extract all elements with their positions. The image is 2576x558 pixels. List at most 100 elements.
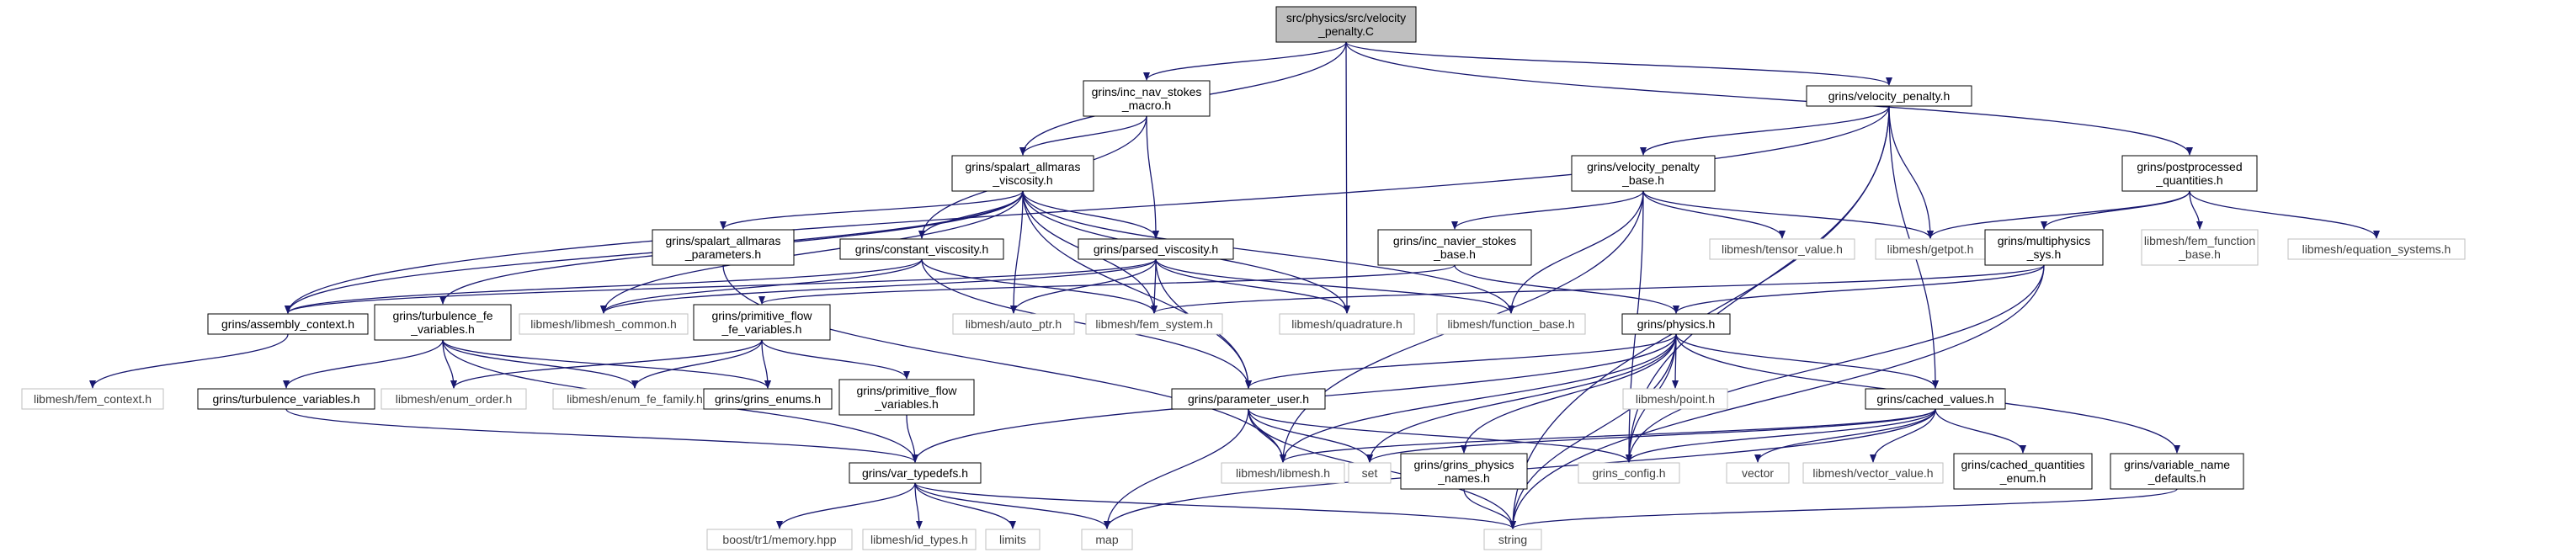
node-physics[interactable]: grins/physics.h — [1621, 313, 1731, 335]
node-box — [1726, 462, 1790, 484]
node-turb-fe[interactable]: grins/turbulence_fe_variables.h — [374, 304, 512, 341]
node-postprocessed[interactable]: grins/postprocessed_quantities.h — [2121, 155, 2258, 192]
edge-inc-nav-macro-to-parsed-visc — [1146, 115, 1159, 239]
edge-root-to-inc-nav-macro — [1143, 41, 1347, 81]
node-fem-context[interactable]: libmesh/fem_context.h — [21, 388, 164, 410]
edge-constant-visc-to-libmesh-common — [600, 258, 923, 314]
node-label: grins/velocity_penalty — [1587, 160, 1700, 173]
node-box — [839, 238, 1004, 260]
node-box — [1875, 238, 1986, 260]
node-label: _fe_variables.h — [721, 322, 802, 336]
node-box — [1984, 229, 2104, 266]
node-grins-config[interactable]: grins_config.h — [1578, 462, 1680, 484]
node-equation-systems[interactable]: libmesh/equation_systems.h — [2287, 238, 2466, 260]
node-auto-ptr[interactable]: libmesh/auto_ptr.h — [952, 313, 1075, 335]
edge-vp-base-to-inc-ns-base — [1451, 190, 1644, 230]
edge-physics-to-set — [1366, 333, 1677, 463]
node-label: grins/spalart_allmaras — [966, 160, 1081, 173]
node-label: libmesh/fem_system.h — [1095, 317, 1212, 331]
node-param-user[interactable]: grins/parameter_user.h — [1171, 388, 1326, 410]
node-prim-vars[interactable]: grins/primitive_flow_variables.h — [838, 379, 975, 416]
edge-postprocessed-to-multiphysics — [2041, 190, 2190, 230]
edge-parsed-visc-to-function-base — [1155, 258, 1514, 314]
node-quadrature[interactable]: libmesh/quadrature.h — [1279, 313, 1415, 335]
node-fem-function[interactable]: libmesh/fem_function_base.h — [2141, 229, 2259, 266]
node-label: grins/postprocessed — [2137, 160, 2242, 173]
node-cached-values[interactable]: grins/cached_values.h — [1865, 388, 2006, 410]
edge-physics-names-to-string — [1463, 488, 1516, 529]
node-parsed-visc[interactable]: grins/parsed_viscosity.h — [1078, 238, 1234, 260]
node-box — [985, 529, 1041, 550]
node-label: _parameters.h — [684, 247, 761, 261]
node-velocity-penalty-h[interactable]: grins/velocity_penalty.h — [1806, 85, 1972, 107]
node-tensor-value[interactable]: libmesh/tensor_value.h — [1709, 238, 1855, 260]
edge-vp-base-to-getpot — [1642, 190, 1934, 239]
node-label: _variables.h — [874, 397, 939, 411]
node-libmesh-h[interactable]: libmesh/libmesh.h — [1221, 462, 1345, 484]
node-fem-system[interactable]: libmesh/fem_system.h — [1085, 313, 1223, 335]
edge-vp-base-to-tensor-value — [1642, 190, 1786, 239]
node-box — [849, 462, 982, 484]
node-box — [552, 388, 717, 410]
node-grins-enums[interactable]: grins/grins_enums.h — [703, 388, 833, 410]
node-label: libmesh/enum_order.h — [396, 392, 513, 406]
node-label: string — [1498, 533, 1527, 546]
edge-root-to-velocity-penalty-h — [1345, 41, 1892, 86]
node-vector[interactable]: vector — [1726, 462, 1790, 484]
node-box — [1221, 462, 1345, 484]
node-inc-nav-macro[interactable]: grins/inc_nav_stokes_macro.h — [1083, 80, 1211, 117]
node-prim-fe[interactable]: grins/primitive_flow_fe_variables.h — [693, 304, 831, 341]
node-label: libmesh/enum_fe_family.h — [567, 392, 703, 406]
node-constant-visc[interactable]: grins/constant_viscosity.h — [839, 238, 1004, 260]
node-turb-vars[interactable]: grins/turbulence_variables.h — [197, 388, 375, 410]
edge-spalart-visc-to-spalart-params — [720, 190, 1024, 230]
node-spalart-params[interactable]: grins/spalart_allmaras_parameters.h — [652, 229, 795, 266]
node-assembly[interactable]: grins/assembly_context.h — [207, 313, 369, 335]
node-box — [1377, 229, 1532, 266]
node-getpot[interactable]: libmesh/getpot.h — [1875, 238, 1986, 260]
node-id-types[interactable]: libmesh/id_types.h — [862, 529, 977, 550]
edge-physics-to-param-user — [1245, 333, 1677, 389]
edge-multiphysics-to-fem-system — [1151, 264, 2045, 314]
edge-param-user-to-set — [1248, 408, 1373, 463]
edge-prim-vars-to-var-typedefs — [906, 414, 918, 463]
node-box — [2121, 155, 2258, 192]
node-vector-value[interactable]: libmesh/vector_value.h — [1802, 462, 1944, 484]
node-label: _defaults.h — [2148, 471, 2206, 485]
edge-velocity-penalty-h-to-getpot — [1888, 105, 1934, 239]
node-box — [1806, 85, 1972, 107]
node-label: grins/variable_name — [2124, 458, 2230, 471]
node-multiphysics[interactable]: grins/multiphysics_sys.h — [1984, 229, 2104, 266]
node-var-typedefs[interactable]: grins/var_typedefs.h — [849, 462, 982, 484]
node-boost-memory[interactable]: boost/tr1/memory.hpp — [706, 529, 853, 550]
node-spalart-visc[interactable]: grins/spalart_allmaras_viscosity.h — [951, 155, 1094, 192]
node-label: libmesh/libmesh_common.h — [530, 317, 677, 331]
node-set[interactable]: set — [1348, 462, 1392, 484]
node-var-name-defaults[interactable]: grins/variable_name_defaults.h — [2110, 453, 2244, 490]
node-libmesh-common[interactable]: libmesh/libmesh_common.h — [519, 313, 689, 335]
node-function-base[interactable]: libmesh/function_base.h — [1436, 313, 1586, 335]
node-inc-ns-base[interactable]: grins/inc_navier_stokes_base.h — [1377, 229, 1532, 266]
edge-spalart-visc-to-libmesh-common — [600, 190, 1024, 314]
node-enum-order[interactable]: libmesh/enum_order.h — [381, 388, 527, 410]
edge-cached-values-to-libmesh-h — [1280, 408, 1936, 463]
node-limits[interactable]: limits — [985, 529, 1041, 550]
node-point[interactable]: libmesh/point.h — [1622, 388, 1728, 410]
node-label: boost/tr1/memory.hpp — [722, 533, 836, 546]
node-label: grins/primitive_flow — [711, 309, 812, 322]
node-box — [1171, 388, 1326, 410]
node-label: grins/grins_enums.h — [715, 392, 821, 406]
node-physics-names[interactable]: grins/grins_physics_names.h — [1400, 453, 1528, 490]
edge-turb-fe-to-enum-fe-family — [442, 339, 638, 389]
node-enum-fe-family[interactable]: libmesh/enum_fe_family.h — [552, 388, 717, 410]
node-vp-base[interactable]: grins/velocity_penalty_base.h — [1571, 155, 1716, 192]
node-cached-enum[interactable]: grins/cached_quantities_enum.h — [1953, 453, 2093, 490]
edge-inc-ns-base-to-physics — [1454, 264, 1679, 314]
node-map[interactable]: map — [1081, 529, 1133, 550]
node-box — [951, 155, 1094, 192]
edge-physics-to-string — [1509, 333, 1677, 529]
node-label: libmesh/auto_ptr.h — [966, 317, 1062, 331]
node-string[interactable]: string — [1483, 529, 1542, 550]
node-box — [1865, 388, 2006, 410]
edge-cached-values-to-vector — [1754, 408, 1936, 463]
